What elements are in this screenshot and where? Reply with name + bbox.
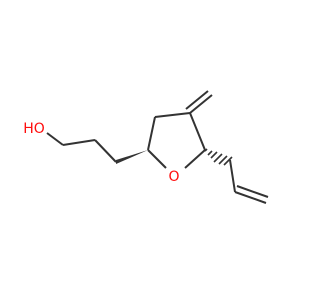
ring-oxygen-label: O bbox=[168, 169, 179, 185]
bond-c4-c3ring bbox=[154, 112, 191, 118]
bond-c1-c2 bbox=[62, 139, 96, 146]
hydroxyl-label: HO bbox=[23, 121, 45, 137]
bond-c5-o bbox=[147, 149, 167, 169]
bond-allyl-double-1 bbox=[234, 191, 267, 204]
bond-c2-c3 bbox=[94, 139, 117, 163]
hashed-bond-c2ring-allyl bbox=[204, 148, 233, 166]
bond-methylene-2 bbox=[185, 90, 209, 110]
bond-methylene-1 bbox=[189, 94, 213, 114]
bond-c5-c4 bbox=[147, 116, 156, 151]
bond-o-c1 bbox=[46, 132, 64, 146]
molecule-structure: HO O bbox=[0, 0, 300, 300]
canvas-background bbox=[0, 0, 300, 300]
bond-allyl-ch2 bbox=[229, 159, 236, 193]
bond-c2ring-o bbox=[184, 149, 206, 169]
wedge-bond-c3-c5 bbox=[116, 150, 148, 164]
bond-allyl-double-2 bbox=[236, 185, 269, 198]
bond-c3ring-c2ring bbox=[189, 112, 206, 151]
